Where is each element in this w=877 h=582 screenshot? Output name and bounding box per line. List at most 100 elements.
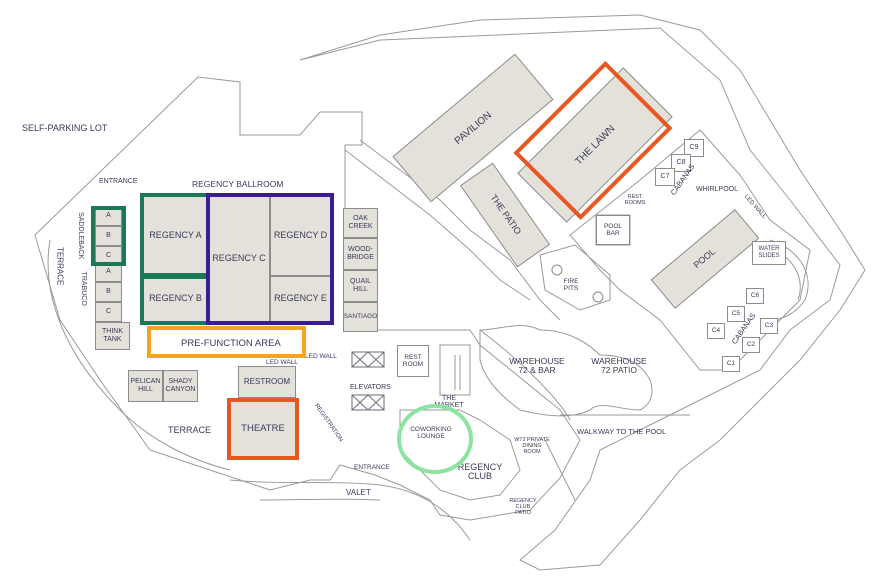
room-shady-canyon-label: SHADY CANYON [165,378,196,393]
room-quail-hill[interactable]: QUAIL HILL [343,270,378,302]
label-terrace-bottom: TERRACE [168,425,212,435]
elevator-x-2 [351,394,385,411]
label-fire-pits: FIRE PITS [563,278,579,292]
label-entrance-top: ENTRANCE [99,178,138,185]
room-pelican-hill[interactable]: PELICAN HILL [128,370,163,402]
label-led-wall-2: LED WALL [266,359,298,366]
elevator-box-2 [351,394,385,411]
cabana-c8[interactable]: C8 [671,154,691,172]
label-w72-private: W72 PRIVATE DINING ROOM [514,437,550,455]
room-trabuco-b-label: B [106,288,111,296]
label-warehouse-patio: WAREHOUSE 72 PATIO [591,356,647,375]
pool-deck [569,129,811,371]
room-trabuco-a-label: A [106,268,111,276]
room-santiago-label: SANTIAGO [343,313,378,321]
fire-pit-circle-1 [551,264,563,276]
fire-pits-area [539,244,611,311]
label-valet: VALET [346,488,371,497]
label-entrance-bottom: ENTRANCE [354,464,390,471]
valet-road-2 [259,498,381,501]
room-saddleback-a[interactable]: A [95,206,122,226]
label-regency-club-patio: REGENCY CLUB PATIO [509,498,537,516]
room-saddleback-b[interactable]: B [95,226,122,246]
cabana-c8-label: C8 [676,159,686,167]
room-pool-bar-label: POOL BAR [603,222,623,237]
water-slides-curve [769,239,809,321]
room-shady-canyon[interactable]: SHADY CANYON [163,370,198,402]
room-pavilion-label: PAVILION [452,109,494,147]
cabana-c3[interactable]: C3 [760,318,778,334]
cabana-c7[interactable]: C7 [655,168,675,186]
cabana-c5[interactable]: C5 [727,306,745,322]
label-rest-rooms: REST ROOMS [624,194,646,206]
label-whirlpool: WHIRLPOOL [696,186,739,193]
room-the-patio-label: THE PATIO [488,192,524,237]
label-pre-function: PRE-FUNCTION AREA [181,338,281,349]
highlight-theatre-orange [227,398,299,460]
room-restroom[interactable]: RESTROOM [238,366,296,398]
room-water-slides-label: WATER SLIDES [758,246,780,259]
cabana-c5-label: C5 [731,310,741,318]
room-pool-label: POOL [691,246,718,271]
cabana-c9[interactable]: C9 [684,139,704,157]
room-think-tank-label: THINK TANK [102,328,123,343]
cabana-c1-label: C1 [726,360,736,368]
cabana-c4-label: C4 [711,327,721,335]
highlight-regency-b-green [140,275,210,325]
highlight-coworking-light-green [397,404,473,474]
highlight-pre-function-amber [147,326,306,358]
room-regency-d-label: REGENCY D [273,230,328,241]
room-santiago[interactable]: SANTIAGO [343,302,378,332]
room-woodbridge[interactable]: WOOD- BRIDGE [343,238,378,270]
building-outline [34,76,581,521]
room-theatre-label: THEATRE [241,422,285,434]
label-regency-ballroom: REGENCY BALLROOM [192,179,284,189]
fire-pit-circle-2 [592,291,604,303]
cabana-c9-label: C9 [689,144,699,152]
cabana-c1[interactable]: C1 [722,356,740,372]
room-regency-d[interactable]: REGENCY D [270,196,331,276]
room-pool-bar[interactable]: POOL BAR [596,215,630,245]
highlight-saddleback-green [91,206,126,266]
terrace-edge [47,239,231,471]
room-regency-c-label: REGENCY C [212,253,266,264]
room-saddleback-a-label: A [106,212,111,220]
cabana-c6[interactable]: C6 [746,288,764,304]
cabana-c2[interactable]: C2 [742,337,760,353]
room-trabuco-c[interactable]: C [95,302,122,322]
room-rest-room[interactable]: REST ROOM [397,345,429,377]
room-water-slides[interactable]: WATER SLIDES [752,241,786,265]
room-regency-c[interactable]: REGENCY C [208,196,270,322]
cabana-c7-label: C7 [660,173,670,181]
room-quail-hill-label: QUAIL HILL [349,278,371,293]
walkway-line-2 [544,439,576,501]
room-saddleback-b-label: B [106,232,111,240]
room-woodbridge-label: WOOD- BRIDGE [347,246,374,261]
stairs-2 [454,355,461,390]
room-regency-b-label: REGENCY B [149,293,202,304]
room-trabuco-c-label: C [105,308,112,316]
room-saddleback-c-label: C [105,252,112,260]
cabana-c3-label: C3 [764,322,774,330]
cabana-c6-label: C6 [750,292,760,300]
room-oak-creek-label: OAK CREEK [348,215,373,230]
room-regency-e-label: REGENCY E [274,293,327,304]
label-walkway-pool: WALKWAY TO THE POOL [577,427,667,436]
label-terrace-left: TERRACE [55,247,65,286]
room-regency-e[interactable]: REGENCY E [270,276,331,322]
room-rest-room-label: REST ROOM [402,353,424,368]
room-think-tank[interactable]: THINK TANK [95,322,130,350]
property-line [299,14,866,571]
room-trabuco-b[interactable]: B [95,282,122,302]
cabana-c4[interactable]: C4 [707,323,725,339]
cabana-c2-label: C2 [746,341,756,349]
label-self-parking-lot: SELF-PARKING LOT [22,123,108,133]
valet-road [229,479,471,541]
stairs [439,344,471,396]
label-regency-club: REGENCY CLUB [457,462,503,482]
label-warehouse-bar: WAREHOUSE 72 & BAR [509,356,565,375]
patio-path-2 [344,149,531,301]
highlight-regency-a-green [140,193,210,277]
room-oak-creek[interactable]: OAK CREEK [343,208,378,238]
room-restroom-label: RESTROOM [243,376,291,386]
